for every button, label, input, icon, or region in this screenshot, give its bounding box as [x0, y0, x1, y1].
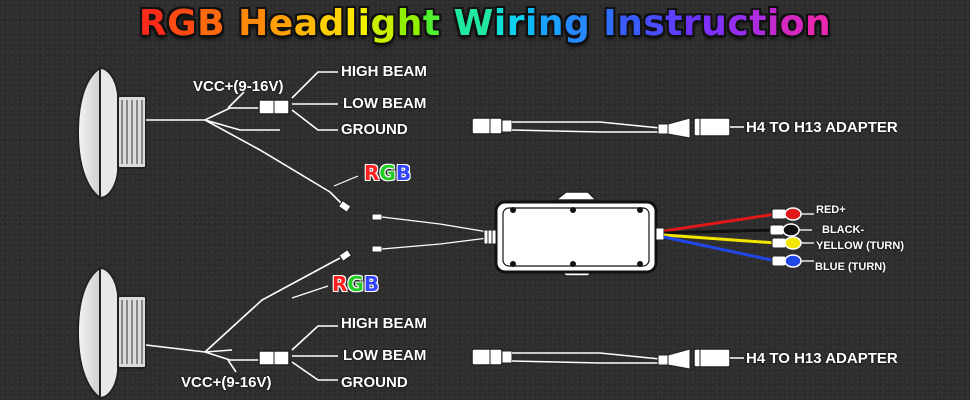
bottom-headlight — [76, 266, 147, 400]
rgb-letter: R — [332, 272, 348, 296]
top-headlight — [76, 66, 147, 201]
title-letter: i — [493, 3, 507, 44]
top-headlight-wires — [146, 71, 338, 193]
rca-plug-body-1 — [769, 224, 785, 236]
rca-plug-body-0 — [771, 208, 787, 220]
title-letter: i — [524, 3, 538, 44]
output-label-black: BLACK- — [822, 224, 865, 236]
rgb-letter: R — [364, 161, 380, 185]
rca-plug-body-3 — [771, 255, 787, 267]
rgb-letter: G — [379, 161, 396, 185]
title-letter: r — [506, 3, 525, 44]
title-letter: i — [357, 3, 371, 44]
rca-plug-body-2 — [771, 237, 787, 249]
title-letter: g — [563, 3, 591, 44]
top-ground-label: GROUND — [341, 121, 408, 138]
output-wire-2 — [663, 233, 777, 245]
bottom-ground-label: GROUND — [341, 374, 408, 391]
title-letter: a — [293, 3, 319, 44]
title-letter: I — [603, 3, 618, 44]
title-letter: t — [749, 3, 767, 44]
title-letter: d — [318, 3, 345, 44]
bottom-adapter — [471, 348, 744, 370]
bottom-adapter-label: H4 TO H13 ADAPTER — [746, 350, 898, 367]
rgb-letter: G — [347, 272, 364, 296]
title-letter: o — [779, 3, 806, 44]
rgb-controller-box — [483, 191, 665, 277]
title-letter: B — [197, 3, 226, 44]
bottom-rgb-label: RGB — [332, 273, 379, 295]
title-letter: n — [537, 3, 564, 44]
rgb-letter: B — [395, 161, 412, 185]
output-label-yellow: YELLOW (TURN) — [816, 240, 904, 252]
rgb-letter: B — [363, 272, 380, 296]
diagram-title: RGB Headlight Wiring Instruction — [0, 2, 970, 46]
title-letter: l — [344, 3, 358, 44]
output-label-blue: BLUE (TURN) — [815, 261, 886, 273]
output-wire-0 — [663, 212, 777, 233]
rca-plug-tip-2 — [784, 236, 802, 250]
rca-plug-tip-1 — [782, 223, 800, 237]
top-low-beam-label: LOW BEAM — [343, 95, 427, 112]
title-letter: r — [682, 3, 702, 44]
output-wire-1 — [663, 228, 775, 235]
title-letter: H — [238, 3, 269, 44]
title-letter: c — [727, 3, 750, 44]
bottom-high-beam-label: HIGH BEAM — [341, 315, 427, 332]
bottom-low-beam-label: LOW BEAM — [343, 347, 427, 364]
title-letter: u — [701, 3, 728, 44]
title-letter: e — [268, 3, 294, 44]
bottom-headlight-wires — [145, 257, 341, 381]
title-letter: g — [370, 3, 397, 44]
top-adapter — [471, 117, 744, 139]
title-letter: h — [396, 3, 423, 44]
rgb-signal-wires — [371, 213, 489, 253]
title-letter: n — [805, 3, 832, 44]
output-label-red: RED+ — [816, 204, 846, 216]
title-letter: i — [766, 3, 780, 44]
controller-output-wires — [663, 207, 814, 268]
rca-plug-tip-0 — [784, 207, 802, 221]
title-letter: G — [167, 3, 198, 44]
title-letter: R — [138, 3, 168, 44]
title-letter: W — [453, 3, 494, 44]
top-vcc-label: VCC+(9-16V) — [193, 78, 284, 95]
top-rgb-label: RGB — [364, 162, 411, 184]
top-high-beam-label: HIGH BEAM — [341, 63, 427, 80]
output-wire-3 — [663, 235, 777, 263]
top-adapter-label: H4 TO H13 ADAPTER — [746, 119, 898, 136]
title-letter: n — [617, 3, 644, 44]
title-letter: s — [643, 3, 666, 44]
title-letter: t — [665, 3, 683, 44]
rca-plug-tip-3 — [784, 254, 802, 268]
bottom-vcc-label: VCC+(9-16V) — [181, 374, 272, 391]
title-letter: t — [422, 3, 441, 44]
